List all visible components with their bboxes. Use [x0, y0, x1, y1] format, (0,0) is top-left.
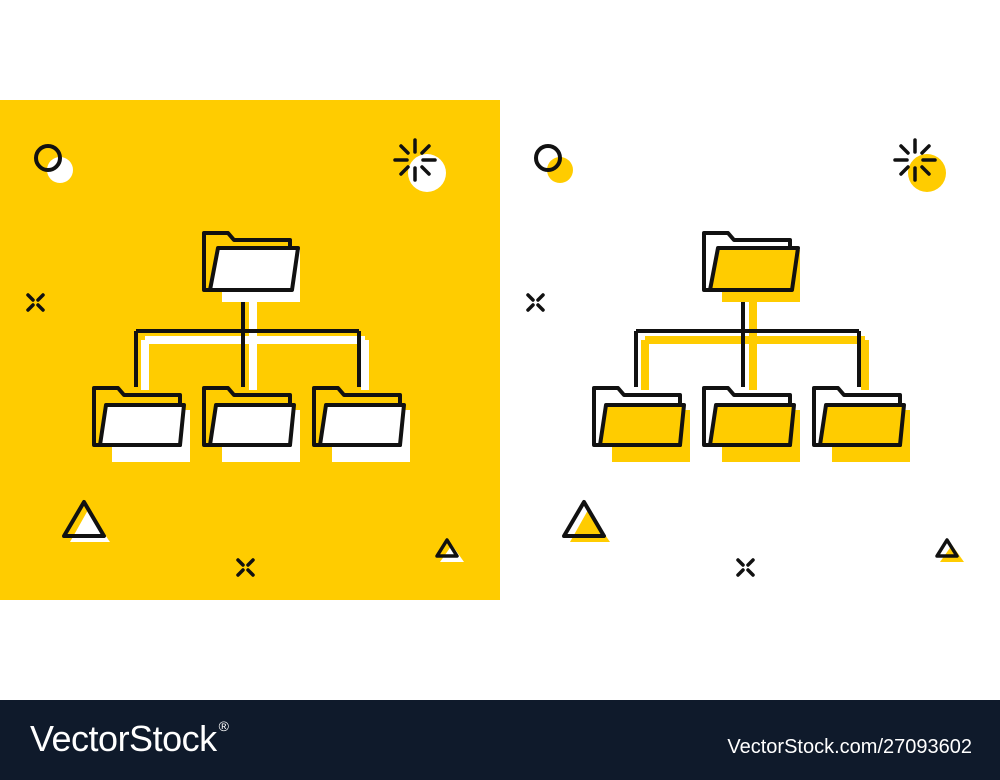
triangle-icon — [62, 500, 110, 542]
watermark-footer: VectorStock® VectorStock.com/27093602 — [0, 700, 1000, 780]
folder-icon — [312, 386, 410, 462]
folder-icon — [702, 386, 800, 462]
folder-icon — [202, 386, 300, 462]
triangle-icon — [562, 500, 610, 542]
triangle-icon — [935, 538, 964, 562]
image-id-label: VectorStock.com/27093602 — [727, 736, 972, 758]
sparkle-icon — [893, 138, 946, 192]
circle-icon — [534, 144, 573, 183]
sparkle-icon — [393, 138, 446, 192]
tree-connectors — [634, 290, 861, 387]
white-icon-panel — [500, 100, 1000, 600]
brand-name: VectorStock — [30, 718, 217, 759]
brand-logo: VectorStock® — [30, 718, 229, 760]
cross-icon — [736, 558, 755, 577]
folder-tree-icon-white — [526, 138, 964, 577]
cross-icon — [236, 558, 255, 577]
yellow-icon-panel — [0, 100, 500, 600]
cross-icon — [526, 293, 545, 312]
tree-connectors — [134, 290, 361, 387]
triangle-icon — [435, 538, 464, 562]
registered-mark: ® — [218, 718, 229, 734]
cross-icon — [26, 293, 45, 312]
folder-icon — [812, 386, 910, 462]
folder-icon — [202, 231, 300, 302]
folder-icon — [702, 231, 800, 302]
folder-icon — [592, 386, 690, 462]
folder-icon — [92, 386, 190, 462]
circle-icon — [34, 144, 73, 183]
folder-tree-icon-yellow — [26, 138, 464, 577]
